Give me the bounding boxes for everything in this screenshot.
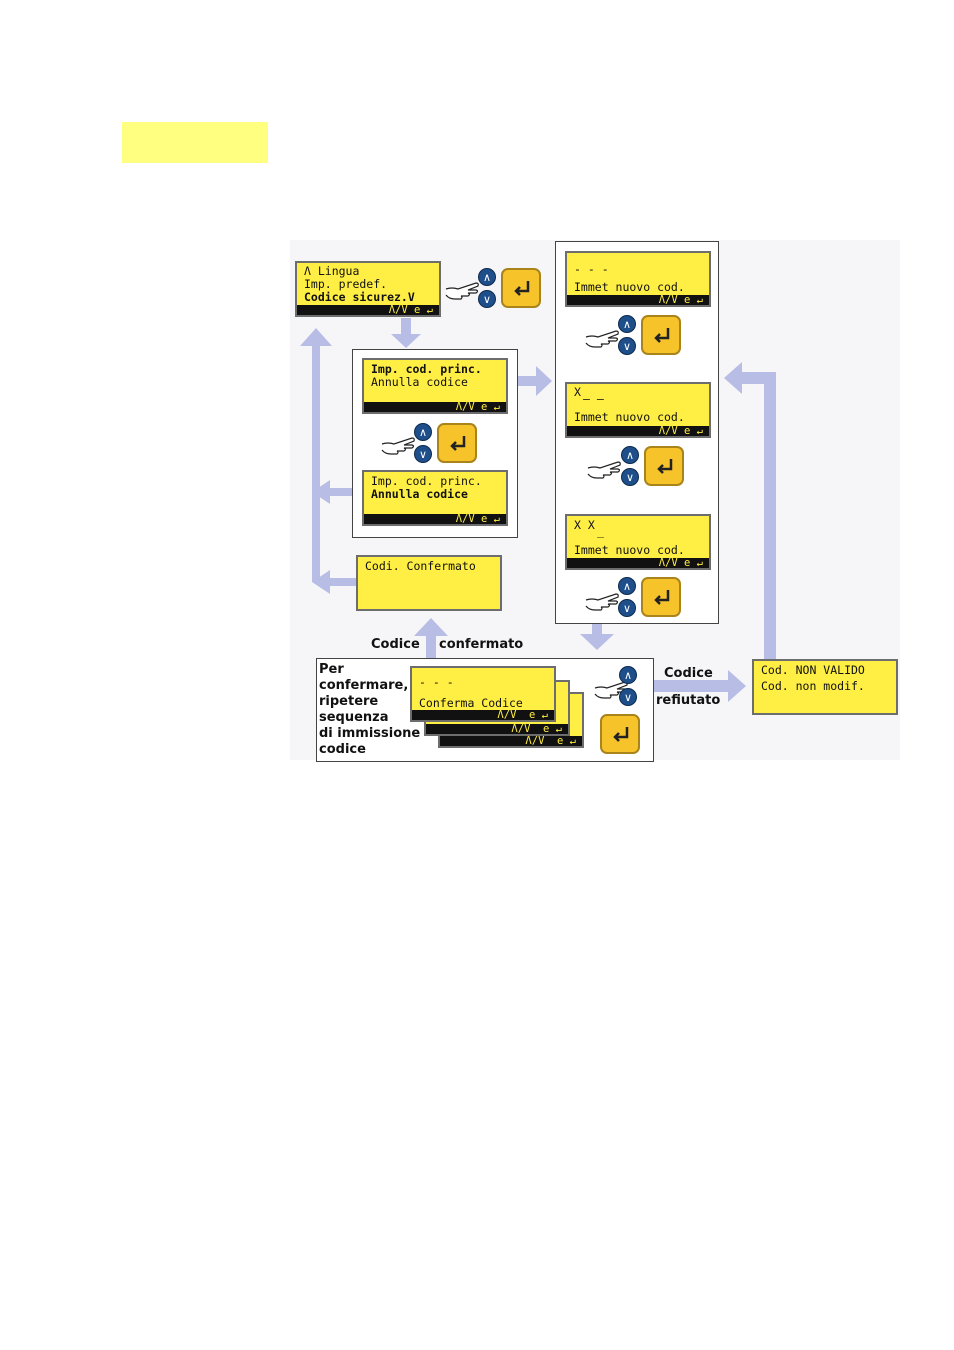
submenu-a-line-2: Annulla codice xyxy=(371,375,468,389)
up-button[interactable]: ∧ xyxy=(478,268,496,286)
invalid-line-1: Cod. NON VALIDO xyxy=(761,663,865,677)
arrow-submenu-to-newcode xyxy=(510,366,552,396)
menu-key-hint: Λ/V e ↵ xyxy=(297,305,439,315)
new-code-1-line-1b: – – xyxy=(583,392,604,406)
enter-key-icon xyxy=(450,436,466,451)
enter-key-icon xyxy=(514,281,530,296)
submenu-a-key-hint: Λ/V e ↵ xyxy=(364,402,506,412)
new-code-2-line-2: Immet nuovo cod. xyxy=(574,543,685,557)
submenu-b-key-hint: Λ/V e ↵ xyxy=(364,514,506,524)
up-button[interactable]: ∧ xyxy=(618,577,636,595)
arrow-confirmed-to-rail xyxy=(312,570,356,594)
down-button[interactable]: ∨ xyxy=(618,599,636,617)
down-button[interactable]: ∨ xyxy=(619,688,637,706)
enter-button[interactable] xyxy=(644,446,684,486)
new-code-1-line-1: X xyxy=(574,385,581,399)
enter-key-icon xyxy=(613,727,629,742)
lcd-new-code-2: X X _ Immet nuovo cod. Λ/V e ↵ xyxy=(565,514,711,570)
submenu-b-line-2: Annulla codice xyxy=(371,487,468,501)
label-confermato: confermato xyxy=(439,637,524,652)
up-button[interactable]: ∧ xyxy=(621,446,639,464)
enter-button[interactable] xyxy=(437,423,477,463)
lcd-new-code-0: - - - Immet nuovo cod. Λ/V e ↵ xyxy=(565,251,711,307)
enter-button[interactable] xyxy=(641,577,681,617)
highlight-tab xyxy=(122,122,268,163)
arrow-return-to-menu xyxy=(300,328,332,582)
enter-key-icon xyxy=(654,590,670,605)
label-codice-left: Codice xyxy=(371,637,420,652)
new-code-1-key-hint: Λ/V e ↵ xyxy=(567,426,709,436)
invalid-line-2: Cod. non modif. xyxy=(761,679,865,693)
lcd-submenu-a: Imp. cod. princ. Annulla codice Λ/V e ↵ xyxy=(362,358,508,414)
up-button[interactable]: ∧ xyxy=(618,315,636,333)
label-codice-right: Codice xyxy=(664,666,713,681)
new-code-2-line-1: X X xyxy=(574,518,595,532)
arrow-newcode-to-confirm xyxy=(580,624,614,650)
note-line-2: confermare, xyxy=(319,678,409,693)
note-line-4: sequenza xyxy=(319,710,389,725)
arrow-invalid-to-newcode xyxy=(724,362,776,660)
enter-key-icon xyxy=(654,328,670,343)
lcd-code-invalid: Cod. NON VALIDO Cod. non modif. xyxy=(752,659,898,715)
pointing-hand-icon xyxy=(584,323,620,361)
down-button[interactable]: ∨ xyxy=(478,290,496,308)
arrow-submenu-to-rail xyxy=(312,480,356,504)
down-button[interactable]: ∨ xyxy=(414,445,432,463)
up-button[interactable]: ∧ xyxy=(619,666,637,684)
pointing-hand-icon xyxy=(586,454,622,492)
enter-button[interactable] xyxy=(501,268,541,308)
new-code-2-key-hint: Λ/V e ↵ xyxy=(567,558,709,568)
down-button[interactable]: ∨ xyxy=(618,337,636,355)
menu-line-2: Imp. predef. xyxy=(304,277,388,291)
submenu-b-line-1: Imp. cod. princ. xyxy=(371,474,482,488)
confirm-stack-3-key-hint: Λ/V e ↵ xyxy=(440,736,582,746)
lcd-new-code-1: X – – Immet nuovo cod. Λ/V e ↵ xyxy=(565,382,711,438)
lcd-confirm-code: - - - Conferma Codice Λ/V e ↵ xyxy=(410,666,556,722)
confirm-code-key-hint: Λ/V e ↵ xyxy=(412,710,554,720)
menu-line-1: Λ Lingua xyxy=(304,264,360,278)
up-button[interactable]: ∧ xyxy=(414,423,432,441)
arrow-confirm-to-invalid xyxy=(652,670,746,702)
enter-button[interactable] xyxy=(600,714,640,754)
new-code-1-line-2: Immet nuovo cod. xyxy=(574,410,685,424)
new-code-0-key-hint: Λ/V e ↵ xyxy=(567,295,709,305)
label-rifiutato: refiutato xyxy=(656,693,721,708)
new-code-0-line-1: - - - xyxy=(574,262,609,276)
confirm-code-line-1: - - - xyxy=(419,675,454,689)
note-line-3: ripetere xyxy=(319,694,379,709)
note-line-5: di immissione xyxy=(319,726,421,741)
enter-button[interactable] xyxy=(641,315,681,355)
repeat-sequence-note: Per confermare, ripetere sequenza di imm… xyxy=(319,662,420,758)
new-code-0-line-2: Immet nuovo cod. xyxy=(574,280,685,294)
pointing-hand-icon xyxy=(584,586,620,624)
confirm-code-line-2: Conferma Codice xyxy=(419,696,523,710)
enter-key-icon xyxy=(657,459,673,474)
lcd-submenu-b: Imp. cod. princ. Annulla codice Λ/V e ↵ xyxy=(362,470,508,526)
lcd-menu: Λ Lingua Imp. predef. Codice sicurez.V Λ… xyxy=(295,261,441,317)
arrow-confirm-to-confirmed xyxy=(414,618,448,660)
note-line-1: Per xyxy=(319,662,344,677)
arrow-menu-to-submenu xyxy=(391,318,421,348)
confirmed-line-1: Codi. Confermato xyxy=(365,559,476,573)
down-button[interactable]: ∨ xyxy=(621,468,639,486)
lcd-code-confirmed: Codi. Confermato xyxy=(356,555,502,611)
note-line-6: codice xyxy=(319,742,366,757)
pointing-hand-icon xyxy=(444,275,480,313)
new-code-2-line-1b: _ xyxy=(597,524,604,538)
submenu-a-line-1: Imp. cod. princ. xyxy=(371,362,482,376)
menu-line-3: Codice sicurez.V xyxy=(304,290,415,304)
pointing-hand-icon xyxy=(380,430,416,468)
confirm-stack-2-key-hint: Λ/V e ↵ xyxy=(426,724,568,734)
